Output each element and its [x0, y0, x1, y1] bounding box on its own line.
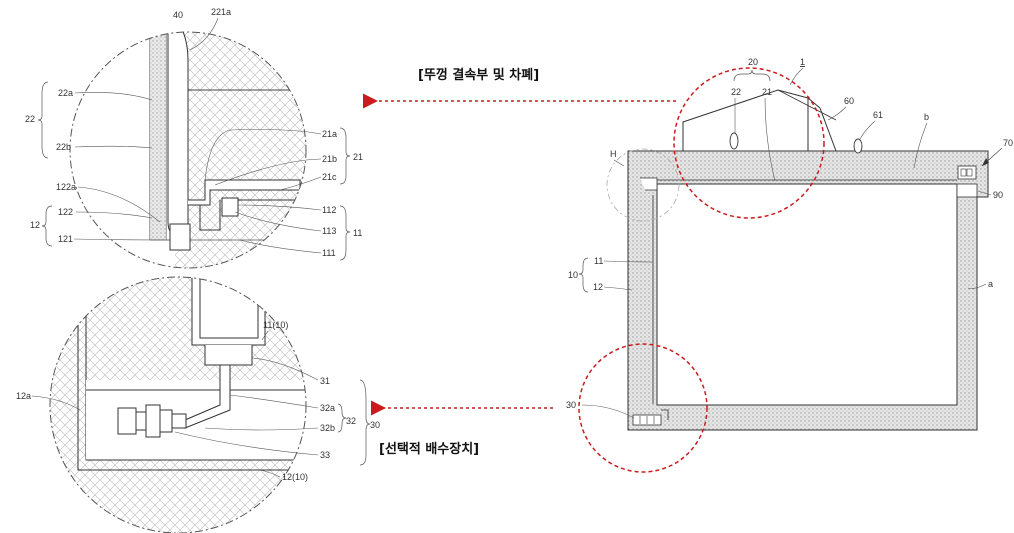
label-12a: 12a [16, 391, 31, 401]
label-22a: 22a [58, 88, 73, 98]
label-70: 70 [1003, 138, 1013, 148]
main-section-labels: 20 1 22 21 60 61 b H 70 90 11 12 10 a 30 [566, 57, 1013, 419]
label-61: 61 [873, 110, 883, 120]
label-20: 20 [748, 57, 758, 67]
label-b: b [924, 112, 929, 122]
label-111: 111 [322, 248, 336, 258]
detail-circle-H [606, 148, 680, 222]
caption-drain: [선택적 배수장치] [379, 441, 479, 457]
label-32a: 32a [320, 403, 335, 413]
label-121: 121 [58, 234, 73, 244]
label-30-main: 30 [566, 400, 576, 410]
label-11-main: 11 [594, 256, 603, 266]
label-11-10: 11(10) [263, 320, 288, 330]
label-22-main: 22 [731, 87, 741, 97]
label-112: 112 [322, 205, 336, 215]
label-a: a [988, 279, 993, 289]
caption-lid: [뚜껑 결속부 및 차폐] [418, 67, 539, 83]
label-21-main: 21 [762, 87, 772, 97]
label-21c: 21c [322, 172, 337, 182]
label-21a: 21a [322, 129, 337, 139]
lid-detail-labels: 40 221a 22a 22 22b 21a 21b 21c 21 122a 1… [25, 7, 363, 261]
label-10-main: 10 [568, 270, 578, 280]
label-12-top: 12 [30, 220, 40, 230]
label-22b: 22b [56, 142, 71, 152]
main-cross-section [627, 89, 989, 431]
label-12-main: 12 [593, 282, 603, 292]
drain-detail-labels: 11(10) 12a 31 32a 32b 32 30 33 12(10) [16, 320, 380, 482]
label-21b: 21b [322, 154, 337, 164]
label-31: 31 [320, 376, 330, 386]
drain-callout: [선택적 배수장치] [371, 400, 553, 457]
drain-detail-view [49, 276, 307, 533]
label-122a: 122a [56, 182, 76, 192]
label-90: 90 [993, 190, 1003, 200]
label-11-top: 11 [353, 228, 362, 238]
label-32: 32 [346, 416, 356, 426]
label-30-detail: 30 [370, 420, 380, 430]
lid-detail-view [69, 31, 307, 269]
label-1: 1 [800, 57, 805, 67]
label-60: 60 [844, 96, 854, 106]
label-32b: 32b [320, 423, 335, 433]
label-33: 33 [320, 450, 330, 460]
lid-highlight-circle [673, 67, 825, 219]
label-40: 40 [173, 10, 183, 20]
lid-callout: [뚜껑 결속부 및 차폐] [363, 67, 676, 109]
label-122: 122 [58, 207, 73, 217]
drain-highlight-circle [578, 343, 708, 473]
label-21: 21 [353, 152, 363, 162]
label-113: 113 [322, 226, 336, 236]
label-221a: 221a [211, 7, 231, 17]
label-H: H [610, 149, 617, 159]
label-12-10: 12(10) [282, 472, 308, 482]
label-22: 22 [25, 114, 35, 124]
